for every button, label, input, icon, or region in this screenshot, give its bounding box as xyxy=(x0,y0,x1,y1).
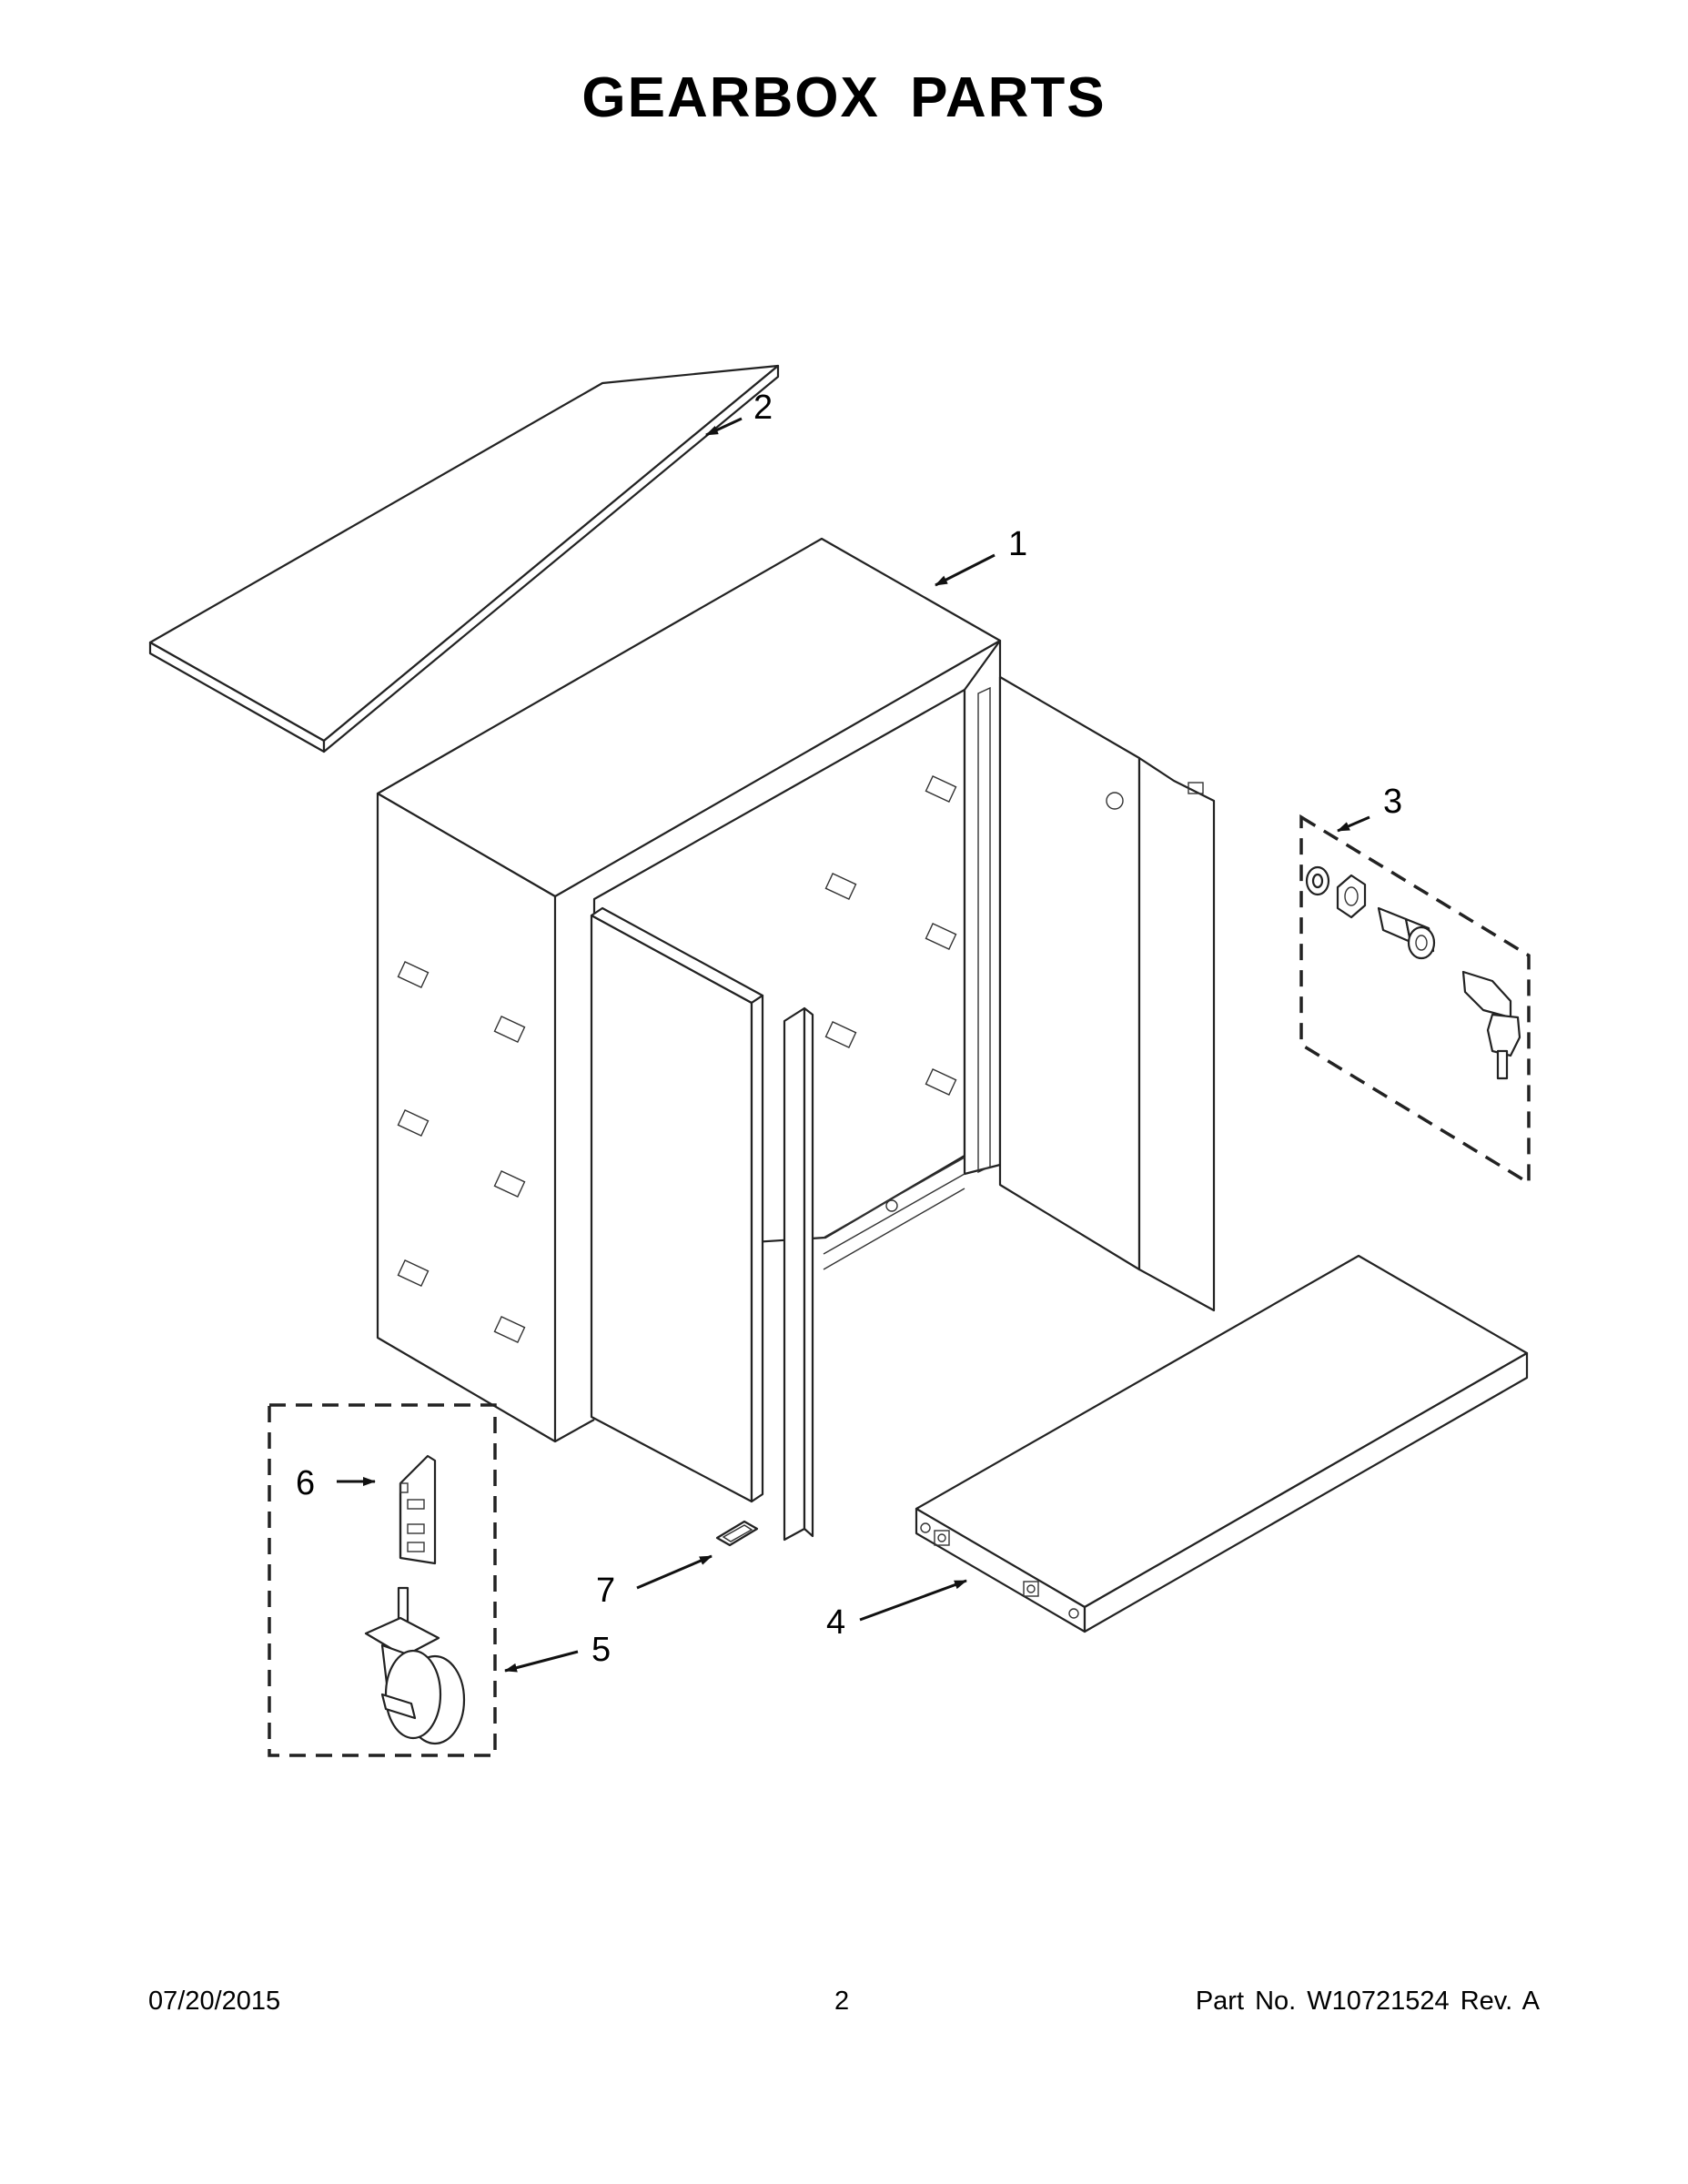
caster-assembly-part xyxy=(268,1403,497,1757)
callout-4: 4 xyxy=(826,1603,845,1642)
pad-part xyxy=(715,1520,759,1547)
footer-page-number: 2 xyxy=(834,1987,850,2016)
callout-3: 3 xyxy=(1383,783,1402,821)
callout-7: 7 xyxy=(596,1572,615,1610)
bottom-panel-part xyxy=(915,1254,1529,1633)
cabinet-part xyxy=(376,537,1216,1542)
lock-assembly-part xyxy=(1299,814,1531,1187)
footer-part-number: Part No. W10721524 Rev. A xyxy=(1195,1987,1540,2016)
top-panel-part xyxy=(148,364,780,753)
side-slots xyxy=(397,774,957,1344)
callout-2: 2 xyxy=(753,389,773,427)
page-title: GEARBOX PARTS xyxy=(581,66,1107,129)
callout-5: 5 xyxy=(591,1631,611,1669)
footer-date: 07/20/2015 xyxy=(148,1987,281,2016)
callout-6: 6 xyxy=(296,1464,315,1502)
leader-arrows xyxy=(337,417,1370,1673)
callout-1: 1 xyxy=(1008,525,1027,563)
